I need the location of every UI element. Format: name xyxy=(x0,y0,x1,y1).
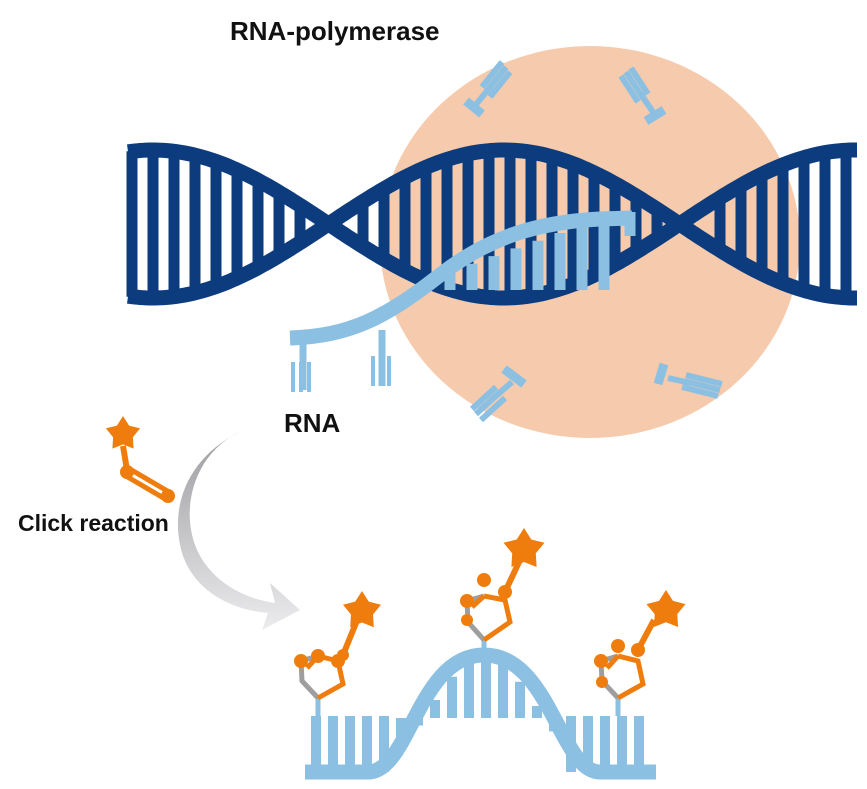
labeled-rna-backbone xyxy=(305,647,656,780)
star-icon xyxy=(503,528,545,567)
nucleotide-icon xyxy=(653,362,723,399)
triazole-fluorophore-icon xyxy=(594,590,686,716)
nucleotide-icon xyxy=(469,365,527,423)
alkyne-fluorophore-icon xyxy=(105,416,175,503)
rna-bases xyxy=(444,219,610,290)
nucleotide-icon xyxy=(371,330,391,386)
rna-backbone xyxy=(289,210,633,346)
curved-arrow-icon xyxy=(177,432,300,630)
nucleotide-icon xyxy=(291,342,311,392)
triazole-fluorophore-icon xyxy=(294,591,381,716)
dna-base-pairs xyxy=(126,150,852,298)
star-icon xyxy=(343,591,381,628)
dna-backbone xyxy=(127,142,857,306)
star-icon xyxy=(105,416,141,449)
star-icon xyxy=(646,590,686,627)
rna-label: RNA xyxy=(284,408,341,438)
nucleotide-icon xyxy=(463,60,513,118)
triazole-fluorophore-icon xyxy=(460,528,545,655)
polymerase-label: RNA-polymerase xyxy=(230,16,440,46)
labeled-rna-bases xyxy=(311,655,644,772)
nucleotide-icon xyxy=(618,66,667,125)
click-reaction-label: Click reaction xyxy=(18,510,169,536)
